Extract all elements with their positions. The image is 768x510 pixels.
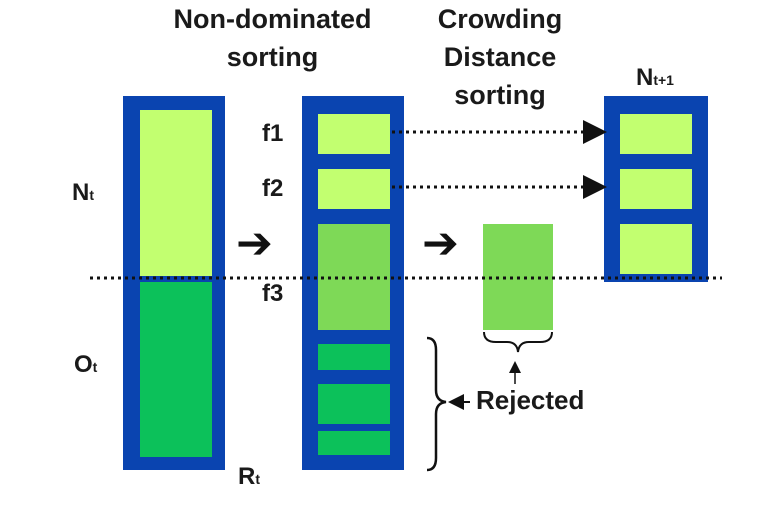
front-f1-label: f1: [262, 120, 284, 147]
next-f3-block: [620, 224, 692, 274]
next-f2-block: [620, 169, 692, 209]
offspring-label-sub: t: [92, 359, 98, 375]
combined-population-label: Rt: [238, 465, 260, 489]
front-f2-label: f2: [262, 175, 284, 202]
nds-title-line2: sorting: [226, 42, 319, 72]
crowding-distance-sorting-title: Crowding Distance sorting: [410, 0, 590, 114]
cd-title-line2: Distance: [443, 42, 557, 72]
front-f3-label: f3: [262, 280, 284, 307]
front-f1-block: [318, 114, 390, 154]
sorting-step-arrow-icon: ➔: [236, 219, 273, 268]
crowding-step-arrow-icon: ➔: [422, 219, 459, 268]
offspring-population-block: [140, 282, 212, 457]
combined-label-sub: t: [255, 471, 261, 487]
cd-title-line1: Crowding: [437, 4, 563, 34]
rejected-label: Rejected: [476, 385, 585, 415]
parent-label-sub: t: [89, 187, 95, 203]
front-f2-block: [318, 169, 390, 209]
parent-label-main: N: [72, 179, 90, 206]
next-label-sub: t+1: [653, 72, 674, 88]
next-f1-block: [620, 114, 692, 154]
next-population-label: Nt+1: [636, 66, 674, 90]
cd-title-line3: sorting: [454, 80, 546, 110]
nds-title-line1: Non-dominated: [173, 4, 372, 34]
combined-label-main: R: [238, 463, 256, 490]
rejected-front-block-3: [318, 431, 390, 455]
non-dominated-sorting-title: Non-dominated sorting: [150, 0, 395, 76]
rejected-front-block-2: [318, 384, 390, 424]
offspring-population-label: Ot: [74, 353, 97, 377]
next-label-main: N: [636, 64, 654, 91]
rejected-brace-icon: [426, 336, 447, 472]
crowding-brace-icon: [483, 331, 553, 353]
parent-population-block: [140, 110, 212, 276]
parent-population-label: Nt: [72, 181, 94, 205]
rejected-front-block-1: [318, 344, 390, 370]
offspring-label-main: O: [74, 351, 93, 378]
